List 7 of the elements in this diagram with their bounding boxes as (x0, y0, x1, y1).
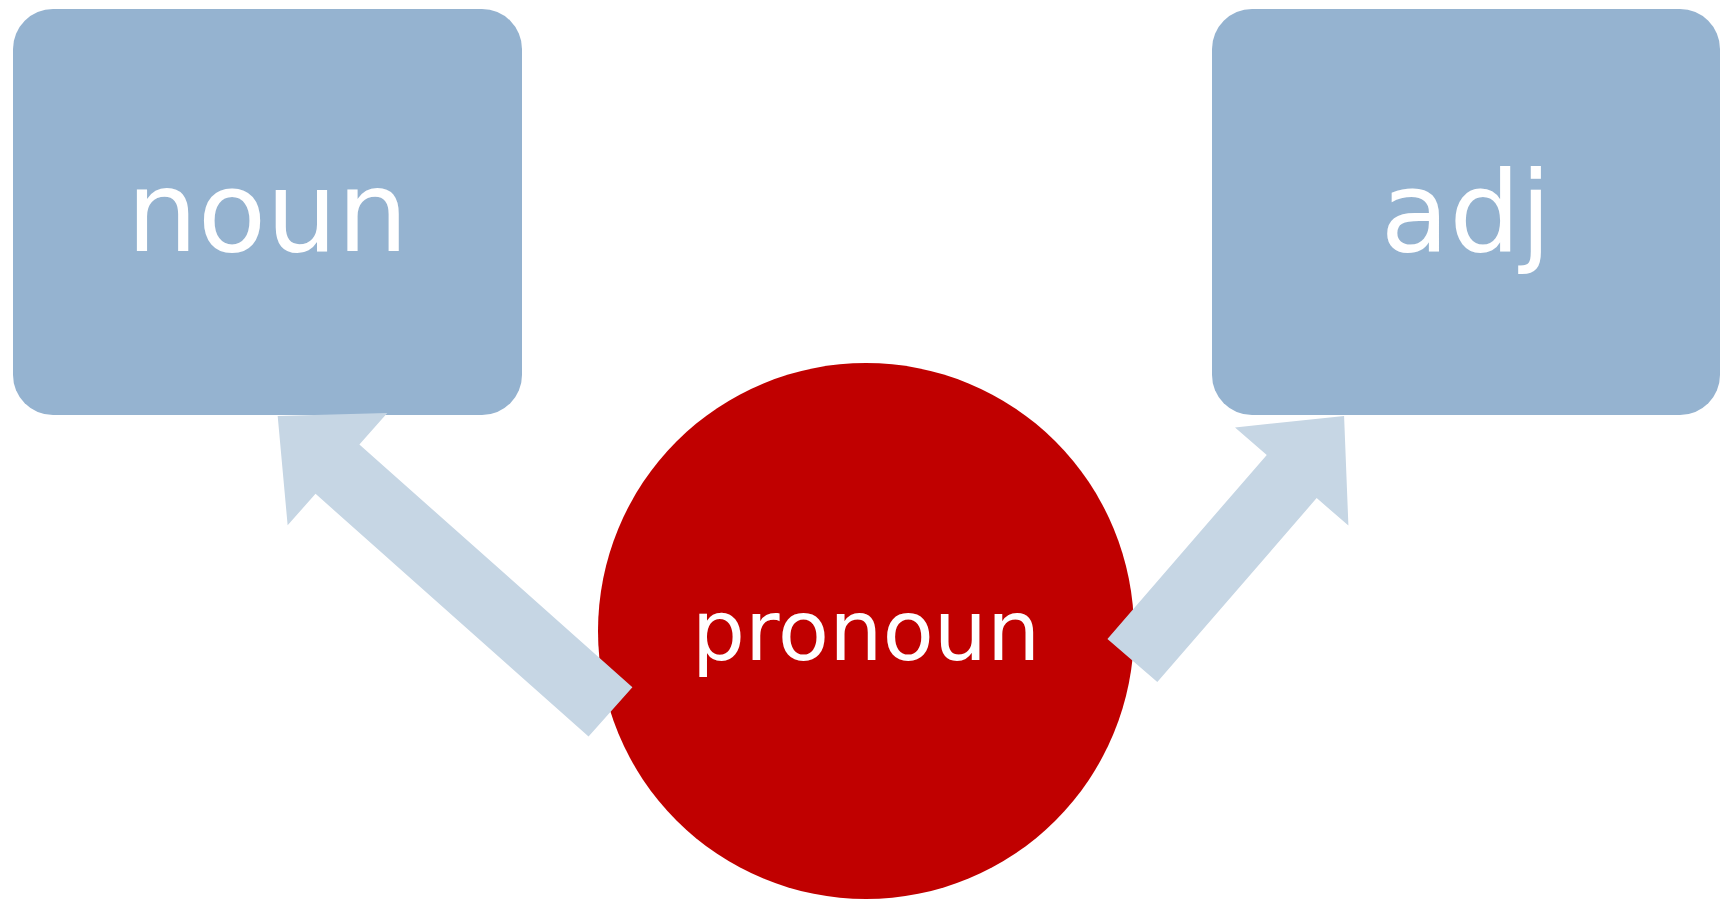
node-label: pronoun (691, 582, 1041, 680)
node-label: noun (126, 147, 409, 277)
category-box (13, 9, 522, 415)
block-arrow (277, 413, 633, 737)
category-box (1212, 9, 1720, 415)
node-label: adj (1380, 147, 1552, 277)
block-arrow (1107, 416, 1349, 683)
